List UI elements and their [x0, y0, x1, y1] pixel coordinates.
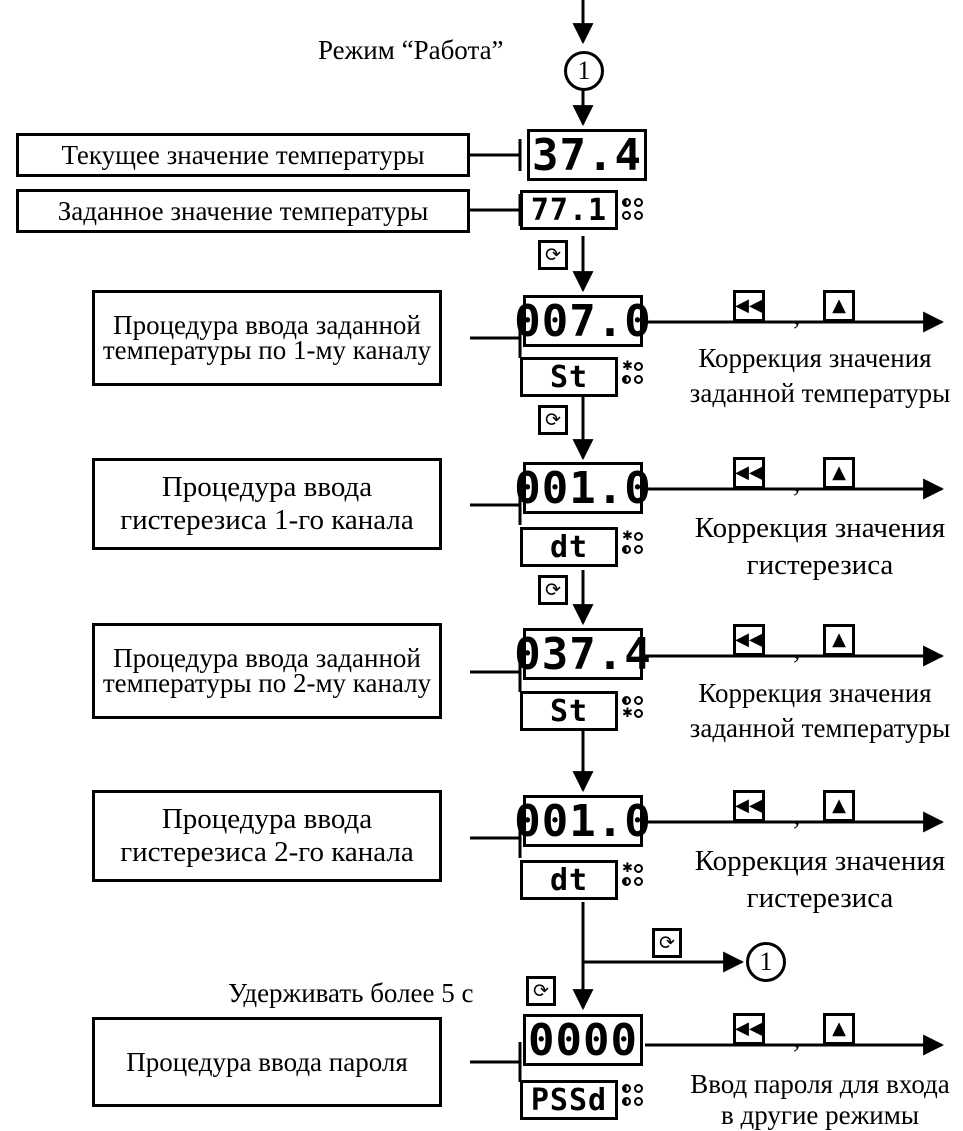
left-button-icon[interactable]: ◀◀	[733, 1013, 765, 1045]
mode-title: Режим “Работа”	[318, 35, 504, 65]
ch1-setpoint-correction-line1: Коррекция значения	[698, 343, 932, 373]
ch2-setpoint-label: Процедура ввода заданной температуры по …	[92, 623, 442, 719]
current-temp-display: 37.4	[527, 129, 647, 181]
connector-node-return: 1	[746, 942, 786, 982]
led-icon	[634, 545, 643, 554]
ch1-setpoint-leds: ✱	[620, 360, 646, 388]
led-icon	[622, 1097, 631, 1106]
ch2-hysteresis-display: 001.0	[514, 795, 652, 847]
cycle-button-icon[interactable]: ⟳	[652, 928, 682, 958]
comma: ,	[793, 632, 801, 665]
blink-led-icon: ✱	[622, 706, 633, 721]
cycle-button-icon[interactable]: ⟳	[538, 240, 568, 270]
led-icon	[622, 375, 631, 384]
up-button-icon[interactable]: ▲	[823, 624, 855, 656]
ch1-setpoint-display: 007.0	[514, 295, 652, 347]
led-icon	[634, 1097, 643, 1106]
ch2-setpoint-correction-line2: заданной температуры	[689, 713, 951, 743]
set-temp-label: Заданное значение температуры	[16, 189, 470, 233]
ch1-hysteresis-correction-line1: Коррекция значения	[694, 512, 946, 544]
led-icon	[622, 545, 631, 554]
password-correction-line1: Ввод пароля для входа	[690, 1069, 950, 1099]
led-icon	[634, 211, 643, 220]
led-icon	[622, 211, 631, 220]
comma: ,	[793, 798, 801, 831]
led-icon	[622, 198, 631, 207]
ch1-setpoint-code: St	[520, 357, 618, 397]
ch1-hysteresis-correction-line2: гистерезиса	[746, 549, 894, 581]
led-icon	[634, 375, 643, 384]
cycle-button-icon[interactable]: ⟳	[538, 575, 568, 605]
led-icon	[622, 696, 631, 705]
blink-led-icon: ✱	[622, 529, 633, 544]
set-temp-display: 77.1	[520, 190, 618, 230]
hold-label: Удерживать более 5 с	[228, 978, 474, 1008]
left-button-icon[interactable]: ◀◀	[733, 624, 765, 656]
cycle-button-icon[interactable]: ⟳	[538, 405, 568, 435]
set-temp-leds	[620, 196, 646, 224]
ch1-hysteresis-code: dt	[520, 527, 618, 567]
password-code: PSSd	[520, 1080, 618, 1120]
connector-label: 1	[759, 947, 773, 976]
blink-led-icon: ✱	[622, 359, 633, 374]
password-display: 0000	[523, 1014, 643, 1066]
led-icon	[622, 877, 631, 886]
led-icon	[634, 198, 643, 207]
password-label: Процедура ввода пароля	[92, 1017, 442, 1107]
ch2-hysteresis-label: Процедура ввода гистерезиса 2-го канала	[92, 790, 442, 882]
ch1-hysteresis-display: 001.0	[514, 462, 652, 514]
ch2-hysteresis-correction-line2: гистерезиса	[746, 882, 894, 914]
led-icon	[634, 532, 643, 541]
ch2-setpoint-correction-line1: Коррекция значения	[698, 678, 932, 708]
led-icon	[634, 696, 643, 705]
password-correction-line2: в другие режимы	[721, 1100, 919, 1130]
connector-node-top: 1	[564, 51, 604, 91]
ch1-setpoint-correction-line2: заданной температуры	[689, 378, 951, 408]
led-icon	[634, 362, 643, 371]
left-button-icon[interactable]: ◀◀	[733, 790, 765, 822]
left-button-icon[interactable]: ◀◀	[733, 457, 765, 489]
password-leds	[620, 1082, 646, 1110]
connector-label: 1	[577, 56, 591, 85]
led-icon	[634, 1084, 643, 1093]
ch1-setpoint-label: Процедура ввода заданной температуры по …	[92, 290, 442, 386]
comma: ,	[793, 298, 801, 331]
ch2-setpoint-leds: ✱	[620, 694, 646, 722]
comma: ,	[793, 465, 801, 498]
ch1-hysteresis-label: Процедура ввода гистерезиса 1-го канала	[92, 458, 442, 550]
led-icon	[634, 709, 643, 718]
led-icon	[622, 1084, 631, 1093]
led-icon	[634, 877, 643, 886]
up-button-icon[interactable]: ▲	[823, 790, 855, 822]
ch2-hysteresis-correction-line1: Коррекция значения	[694, 845, 946, 877]
led-icon	[634, 864, 643, 873]
ch2-hysteresis-leds: ✱	[620, 862, 646, 890]
blink-led-icon: ✱	[622, 861, 633, 876]
left-button-icon[interactable]: ◀◀	[733, 290, 765, 322]
current-temp-label: Текущее значение температуры	[16, 133, 470, 177]
up-button-icon[interactable]: ▲	[823, 457, 855, 489]
ch2-hysteresis-code: dt	[520, 860, 618, 900]
up-button-icon[interactable]: ▲	[823, 1013, 855, 1045]
comma: ,	[793, 1021, 801, 1054]
cycle-hold-button-icon[interactable]: ⟳	[526, 976, 556, 1006]
ch1-hysteresis-leds: ✱	[620, 530, 646, 558]
ch2-setpoint-display: 037.4	[514, 628, 652, 680]
ch2-setpoint-code: St	[520, 691, 618, 731]
up-button-icon[interactable]: ▲	[823, 290, 855, 322]
